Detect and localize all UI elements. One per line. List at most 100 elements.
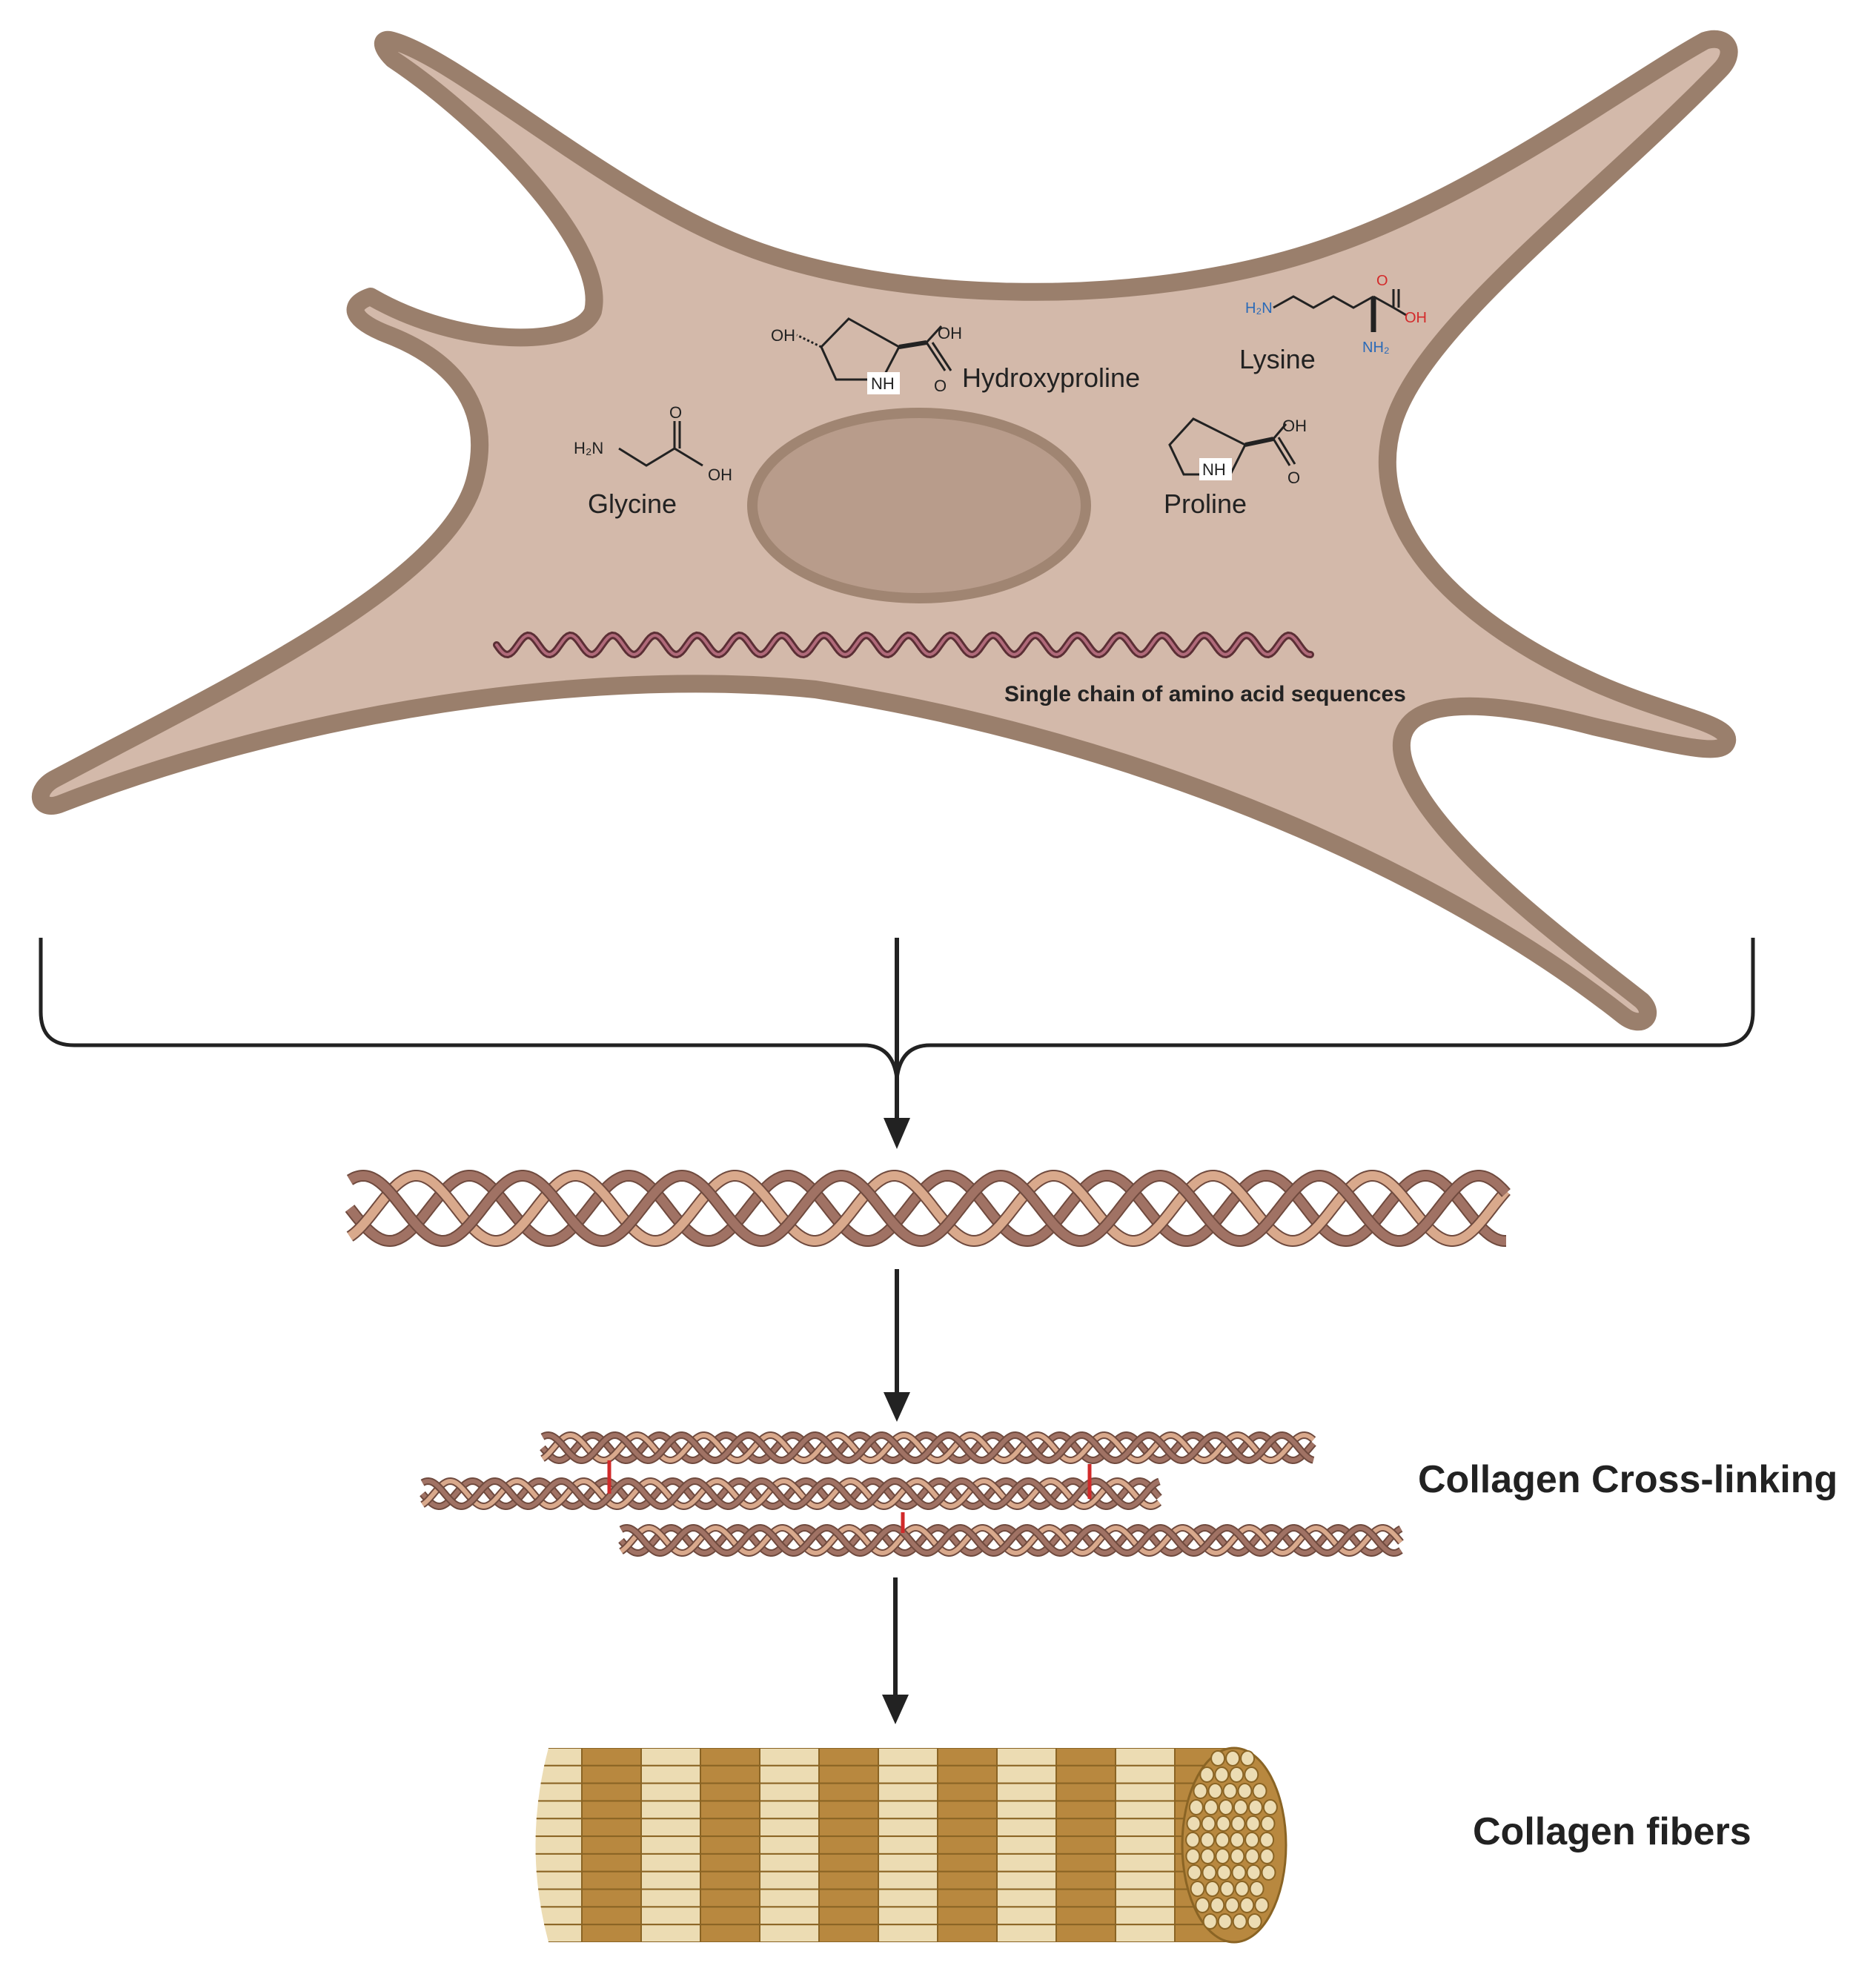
hyp-carbonyl-label: O [934, 377, 947, 395]
fibril-end [1244, 1767, 1259, 1783]
fiber-segment [878, 1906, 938, 1926]
helix-strand [346, 1171, 1506, 1246]
fiber-segment [996, 1870, 1057, 1890]
fiber-segment [640, 1870, 701, 1890]
fiber-segment [937, 1924, 998, 1942]
fiber-segment [759, 1924, 820, 1942]
fiber-segment [878, 1924, 938, 1942]
fibril-end [1259, 1848, 1275, 1864]
hydroxyproline-label: Hydroxyproline [962, 362, 1140, 393]
fiber-segment [640, 1764, 701, 1784]
lysine-label: Lysine [1239, 344, 1316, 374]
hyp-nh-box [867, 372, 900, 394]
fiber-segment [1115, 1906, 1176, 1926]
fiber-segment [878, 1764, 938, 1784]
fiber-segment [996, 1800, 1057, 1820]
crosslinked-helix-bottom [618, 1523, 1404, 1557]
collagen-fiber-bundle [535, 1746, 1287, 1944]
fibril-end [1204, 1881, 1220, 1897]
fibril-end [1217, 1913, 1233, 1930]
fibril-end [1222, 1783, 1238, 1799]
fibril-end [1187, 1864, 1202, 1881]
fiber-segment [581, 1924, 642, 1942]
fiber-segment [640, 1835, 701, 1855]
fiber-segment [878, 1870, 938, 1890]
fibril-end [1216, 1815, 1231, 1832]
hydroxyproline-structure [796, 317, 952, 381]
amino-acid-chain [493, 631, 1314, 659]
fiber-segment [640, 1924, 701, 1942]
fiber-segment [700, 1924, 760, 1942]
fibril-end [1215, 1848, 1230, 1864]
fiber-segment [581, 1800, 642, 1820]
fiber-segment [640, 1782, 701, 1802]
fiber-segment [535, 1800, 583, 1820]
fibril-end [1214, 1767, 1230, 1783]
fiber-segment [759, 1818, 820, 1838]
fibril-end [1219, 1881, 1235, 1897]
fibril-end [1240, 1750, 1256, 1767]
fiber-segment [818, 1782, 879, 1802]
fibril-end [1188, 1799, 1204, 1815]
fibril-end [1247, 1799, 1263, 1815]
fiber-segment [878, 1782, 938, 1802]
fiber-segment [700, 1906, 760, 1926]
fibril-end [1201, 1815, 1216, 1832]
fibril-end [1218, 1799, 1233, 1815]
fiber-segment [878, 1818, 938, 1838]
fiber-cross-section [1181, 1746, 1287, 1944]
fiber-segment [1115, 1852, 1176, 1873]
fiber-segment [818, 1800, 879, 1820]
fibril-end [1195, 1897, 1210, 1913]
fiber-segment [1115, 1924, 1176, 1942]
fibril-end [1245, 1815, 1261, 1832]
hyp-nh-label: NH [871, 374, 895, 393]
fiber-segment [535, 1835, 583, 1855]
fiber-segment [1055, 1782, 1116, 1802]
fibril-end [1233, 1799, 1248, 1815]
crosslinked-helix-top [540, 1431, 1316, 1465]
single-chain-label: Single chain of amino acid sequences [1004, 682, 1406, 706]
fiber-segment [996, 1748, 1057, 1767]
fibril-end [1230, 1848, 1245, 1864]
fiber-segment [818, 1852, 879, 1873]
fiber-segment [1055, 1924, 1116, 1942]
glycine-hydroxyl-label: OH [708, 466, 732, 484]
crosslinked-helix-middle [420, 1477, 1162, 1511]
hyp-acid-oh-label: OH [938, 324, 962, 342]
fiber-segment [937, 1888, 998, 1908]
fiber-segment [581, 1782, 642, 1802]
fiber-segment [1115, 1800, 1176, 1820]
fiber-segment [996, 1888, 1057, 1908]
fiber-segment [759, 1800, 820, 1820]
fiber-segment [535, 1748, 583, 1767]
lys-hydroxyl-label: OH [1405, 310, 1427, 326]
fiber-segment [535, 1782, 583, 1802]
fibril-end [1244, 1832, 1260, 1848]
nucleus [747, 408, 1091, 603]
crosslinks [607, 1460, 1092, 1533]
fiber-segment [996, 1764, 1057, 1784]
fiber-segment [937, 1852, 998, 1873]
fiber-segment [535, 1924, 583, 1942]
fiber-segment [640, 1888, 701, 1908]
fiber-segment [996, 1924, 1057, 1942]
fibril-end [1260, 1815, 1276, 1832]
fiber-segment [996, 1835, 1057, 1855]
fiber-segment [937, 1782, 998, 1802]
fiber-segment [700, 1764, 760, 1784]
fiber-segment [937, 1906, 998, 1926]
fiber-segment [878, 1748, 938, 1767]
fiber-segment [1115, 1764, 1176, 1784]
fibril-end [1201, 1864, 1217, 1881]
fiber-segment [1055, 1870, 1116, 1890]
fiber-segment [1055, 1906, 1116, 1926]
fiber-segment [535, 1764, 583, 1784]
fiber-segment [640, 1748, 701, 1767]
helix-strand [347, 1171, 1510, 1246]
lysine-structure [1273, 289, 1407, 332]
fiber-segment [818, 1870, 879, 1890]
fibril-end [1200, 1832, 1216, 1848]
fiber-segment [1115, 1818, 1176, 1838]
pro-nh-box [1199, 458, 1232, 480]
